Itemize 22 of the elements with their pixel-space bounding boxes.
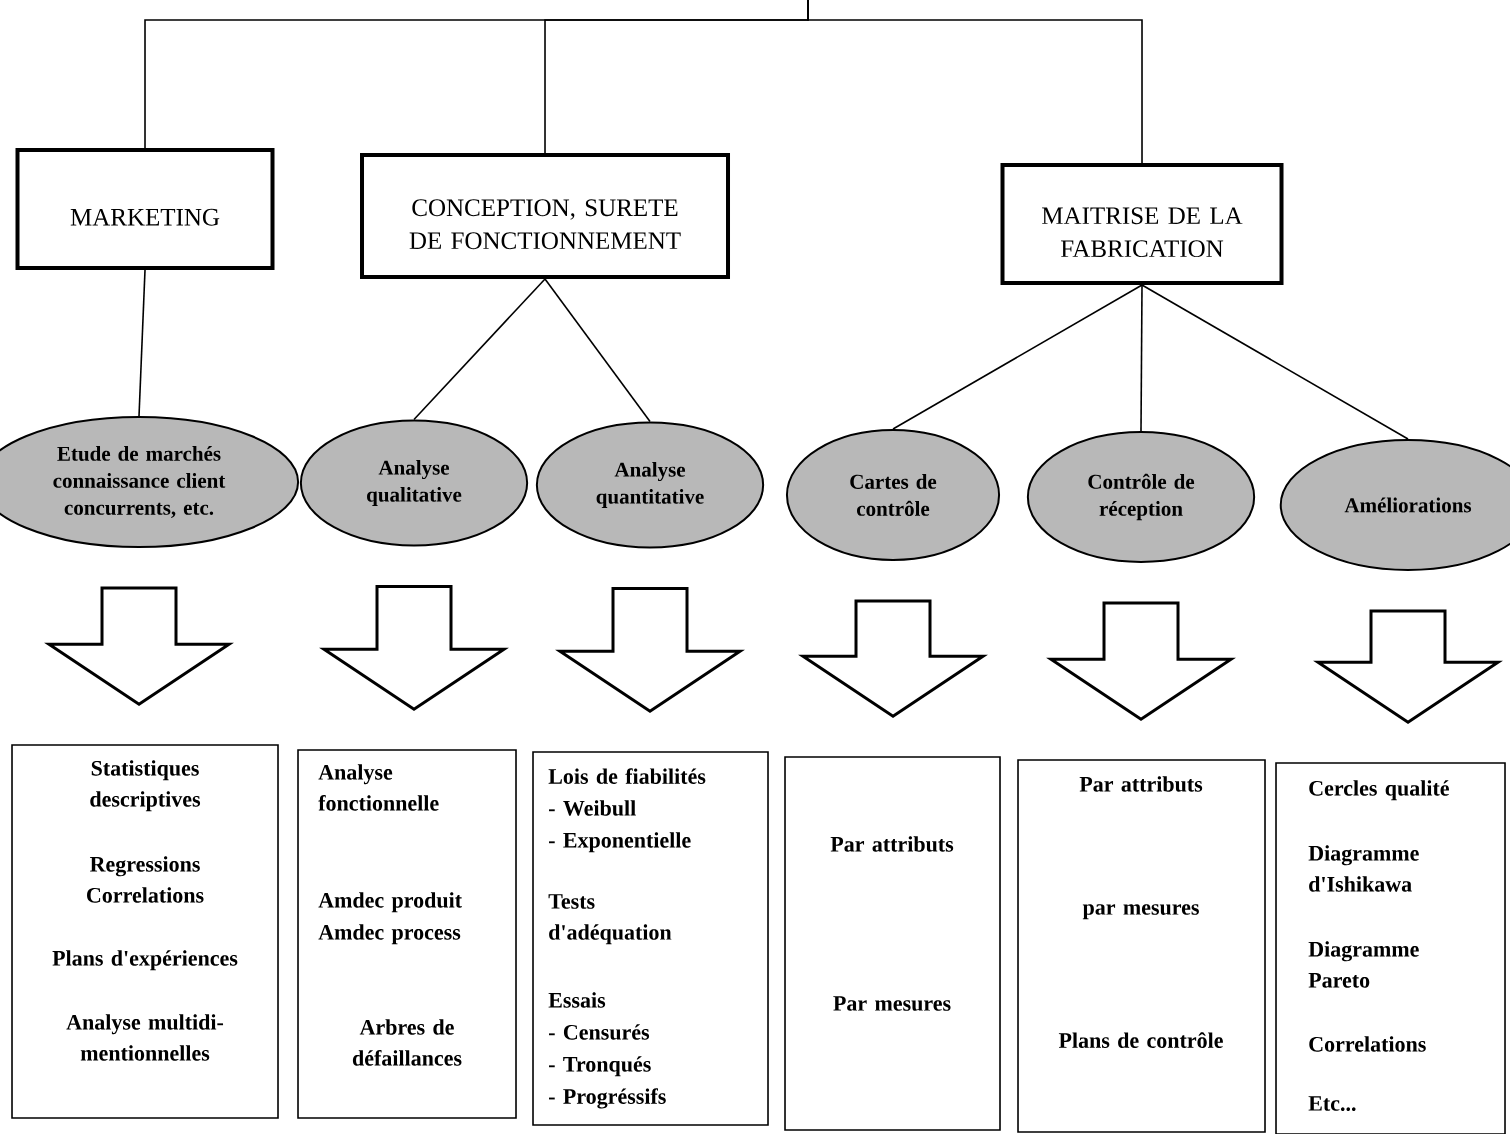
block-arrow — [798, 599, 988, 718]
block-arrow — [319, 585, 509, 711]
connector-line — [1141, 284, 1409, 440]
connector-line — [892, 284, 1143, 430]
connector-line — [138, 269, 146, 417]
block-arrow — [1313, 609, 1503, 724]
connector-line — [413, 278, 546, 421]
title-box: MARKETING — [15, 148, 275, 270]
title-box: CONCEPTION, SURETE DE FONCTIONNEMENT — [360, 153, 730, 279]
method-box: Analyse fonctionnelle Amdec produit Amdec process Arbres de défaillances — [297, 749, 517, 1119]
block-arrow — [44, 586, 234, 706]
title-box: MAITRISE DE LA FABRICATION — [1000, 163, 1284, 285]
connector-line — [807, 0, 1143, 164]
method-box: Par attributs Par mesures — [784, 756, 1001, 1131]
connector-line — [544, 278, 651, 423]
block-arrow — [1046, 601, 1236, 721]
method-box: Cercles qualité Diagramme d'Ishikawa Diagramme Pareto Correlations Etc... — [1275, 762, 1506, 1134]
method-box: Lois de fiabilités - Weibull - Exponentielle Tests d'adéquation Essais - Censurés - Tronqués - Progréssifs — [532, 751, 769, 1126]
block-arrow — [555, 587, 745, 713]
method-box: Statistiques descriptives Regressions Correlations Plans d'expériences Analyse multidi- mentionnelles — [11, 744, 279, 1119]
method-box: Par attributs par mesures Plans de contrôle — [1017, 759, 1266, 1133]
connector-line — [1140, 284, 1143, 432]
